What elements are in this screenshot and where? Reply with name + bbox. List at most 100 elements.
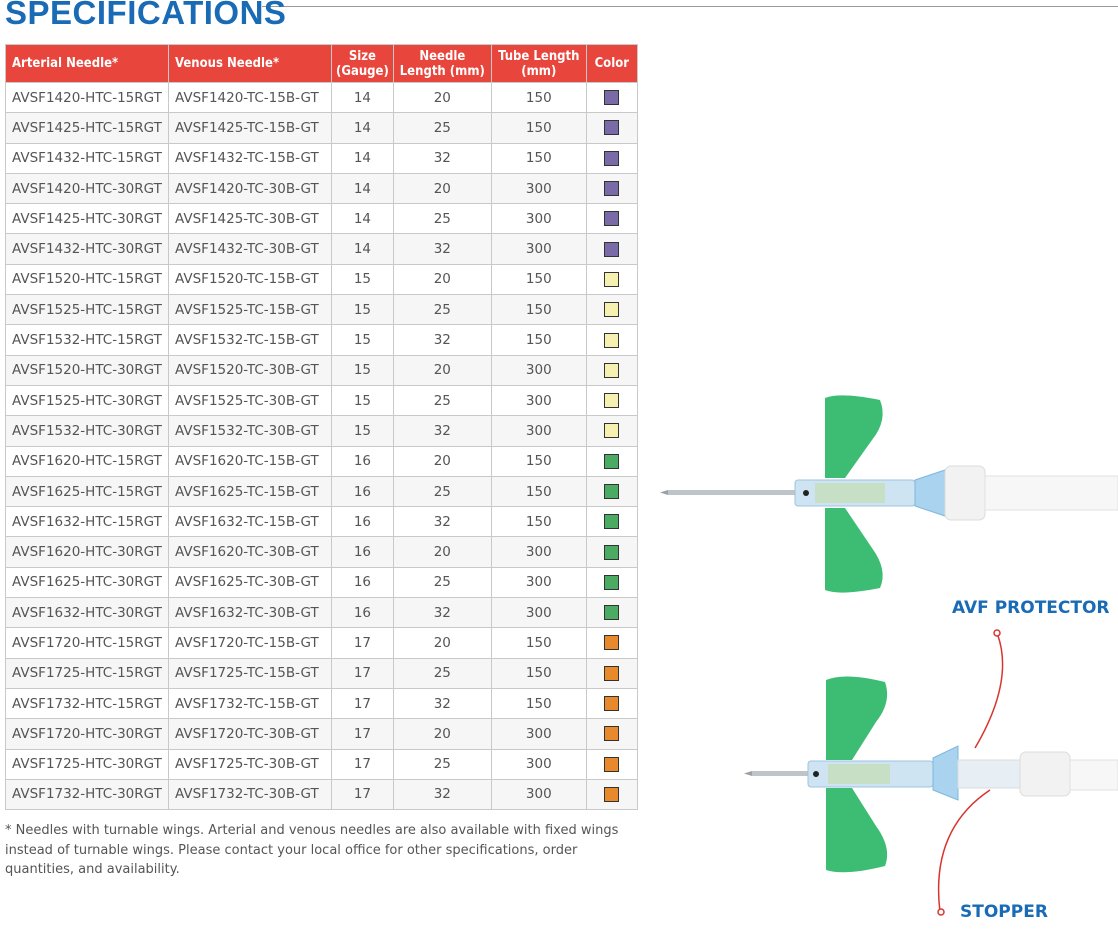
cell-arterial-needle: AVSF1632-HTC-30RGT	[5, 597, 169, 629]
cell-tube-length: 300	[490, 566, 587, 599]
cell-color	[585, 112, 638, 144]
stopper-callout-line	[937, 789, 991, 913]
cell-arterial-needle: AVSF1420-HTC-15RGT	[5, 81, 169, 114]
color-swatch	[604, 665, 620, 681]
cell-tube-length: 150	[490, 324, 587, 356]
cell-venous-needle: AVSF1720-TC-30B-GT	[168, 718, 332, 750]
cell-needle-length: 25	[392, 112, 492, 144]
cell-tube-length: 300	[490, 384, 587, 417]
cell-tube-length: 300	[490, 778, 587, 811]
cell-color	[585, 748, 638, 780]
cell-venous-needle: AVSF1425-TC-30B-GT	[168, 203, 332, 235]
cell-venous-needle: AVSF1620-TC-30B-GT	[168, 536, 332, 568]
color-swatch	[604, 241, 620, 257]
cell-color	[585, 445, 638, 477]
cell-tube-length: 150	[490, 627, 587, 659]
cell-tube-length: 150	[490, 294, 587, 326]
cell-size: 16	[331, 506, 394, 538]
cell-needle-length: 20	[392, 263, 492, 296]
cell-venous-needle: AVSF1432-TC-15B-GT	[168, 142, 332, 174]
cell-arterial-needle: AVSF1532-HTC-15RGT	[5, 324, 169, 356]
cell-color	[585, 566, 638, 599]
cell-needle-length: 32	[392, 687, 492, 720]
cell-arterial-needle: AVSF1432-HTC-30RGT	[5, 233, 169, 265]
cell-size: 17	[331, 687, 394, 720]
cell-color	[585, 687, 638, 720]
cell-arterial-needle: AVSF1732-HTC-15RGT	[5, 687, 169, 720]
cell-size: 14	[331, 233, 394, 265]
cell-color	[585, 81, 638, 114]
cell-tube-length: 300	[490, 536, 587, 568]
color-swatch	[604, 484, 620, 499]
cell-tube-length: 150	[490, 445, 587, 477]
cell-venous-needle: AVSF1620-TC-15B-GT	[168, 445, 332, 477]
cell-color	[585, 597, 638, 629]
cell-size: 14	[331, 81, 394, 114]
cell-venous-needle: AVSF1625-TC-30B-GT	[168, 566, 332, 599]
cell-needle-length: 25	[392, 203, 492, 235]
cell-venous-needle: AVSF1420-TC-15B-GT	[168, 81, 332, 114]
cell-venous-needle: AVSF1432-TC-30B-GT	[168, 233, 332, 265]
cell-tube-length: 150	[490, 475, 587, 508]
cell-color	[585, 415, 638, 447]
cell-color	[585, 172, 638, 205]
page-title: SPECIFICATIONS	[5, 0, 287, 31]
cell-needle-length: 25	[392, 748, 492, 780]
cell-needle-length: 20	[392, 627, 492, 659]
cell-needle-length: 25	[392, 566, 492, 599]
cell-venous-needle: AVSF1625-TC-15B-GT	[168, 475, 332, 508]
cell-needle-length: 32	[392, 142, 492, 174]
cell-size: 15	[331, 294, 394, 326]
cell-venous-needle: AVSF1632-TC-15B-GT	[168, 506, 332, 538]
cell-arterial-needle: AVSF1420-HTC-30RGT	[5, 172, 169, 205]
cell-color	[585, 324, 638, 356]
color-swatch	[604, 726, 620, 742]
cell-arterial-needle: AVSF1725-HTC-30RGT	[5, 748, 169, 780]
cell-arterial-needle: AVSF1620-HTC-30RGT	[5, 536, 169, 568]
cell-size: 15	[331, 415, 394, 447]
cell-tube-length: 150	[490, 263, 587, 296]
cell-color	[585, 475, 638, 508]
cell-size: 16	[331, 566, 394, 599]
cell-tube-length: 300	[490, 718, 587, 750]
color-swatch	[604, 786, 620, 802]
cell-tube-length: 300	[490, 203, 587, 235]
cell-arterial-needle: AVSF1520-HTC-15RGT	[5, 263, 169, 296]
cell-venous-needle: AVSF1425-TC-15B-GT	[168, 112, 332, 144]
cell-venous-needle: AVSF1420-TC-30B-GT	[168, 172, 332, 205]
color-swatch	[604, 393, 620, 409]
header-venous-needle: Venous Needle*	[168, 44, 332, 83]
needle-illustration	[660, 395, 1118, 916]
top-rule	[262, 6, 1118, 7]
color-swatch	[604, 362, 620, 378]
cell-needle-length: 25	[392, 657, 492, 689]
cell-venous-needle: AVSF1525-TC-15B-GT	[168, 294, 332, 326]
cell-venous-needle: AVSF1732-TC-30B-GT	[168, 778, 332, 811]
cell-size: 17	[331, 778, 394, 811]
cell-color	[585, 294, 638, 326]
cell-color	[585, 506, 638, 538]
cell-arterial-needle: AVSF1625-HTC-30RGT	[5, 566, 169, 599]
color-swatch	[604, 756, 620, 772]
cell-arterial-needle: AVSF1720-HTC-15RGT	[5, 627, 169, 659]
cell-venous-needle: AVSF1520-TC-15B-GT	[168, 263, 332, 296]
cell-arterial-needle: AVSF1720-HTC-30RGT	[5, 718, 169, 750]
cell-tube-length: 150	[490, 687, 587, 720]
cell-arterial-needle: AVSF1620-HTC-15RGT	[5, 445, 169, 477]
cell-color	[585, 384, 638, 417]
color-swatch	[604, 574, 620, 590]
color-swatch	[604, 211, 620, 227]
cell-color	[585, 627, 638, 659]
